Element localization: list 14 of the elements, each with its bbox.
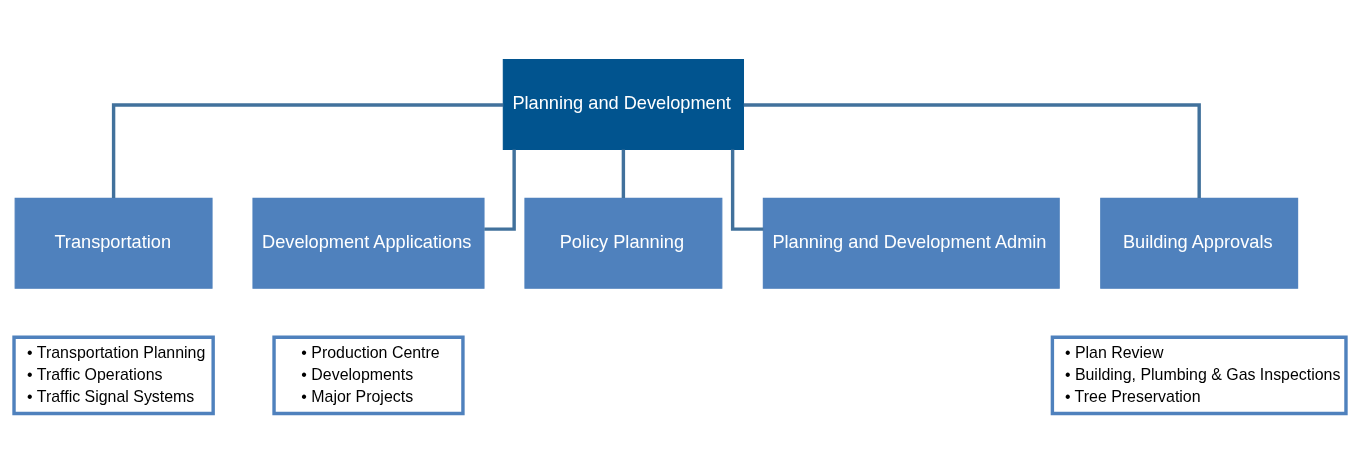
node-box: • Production Centre • Developments • Major Projects (272, 335, 465, 416)
node-box: Policy Planning (524, 197, 723, 289)
connector (743, 103, 1201, 199)
connector (621, 149, 626, 198)
connector (484, 149, 516, 231)
node-box: • Transportation Planning • Traffic Operations • Traffic Signal Systems (12, 335, 215, 416)
connector (111, 103, 504, 199)
node-box: Planning and Development (502, 59, 744, 150)
node-box: • Plan Review • Building, Plumbing & Gas Inspections • Tree Preservation (1050, 335, 1348, 416)
node-box: Planning and Development Admin (762, 197, 1060, 289)
node-box: Building Approvals (1100, 197, 1299, 289)
connector (730, 149, 764, 231)
node-box: Transportation (14, 197, 213, 289)
node-box: Development Applications (252, 197, 485, 289)
